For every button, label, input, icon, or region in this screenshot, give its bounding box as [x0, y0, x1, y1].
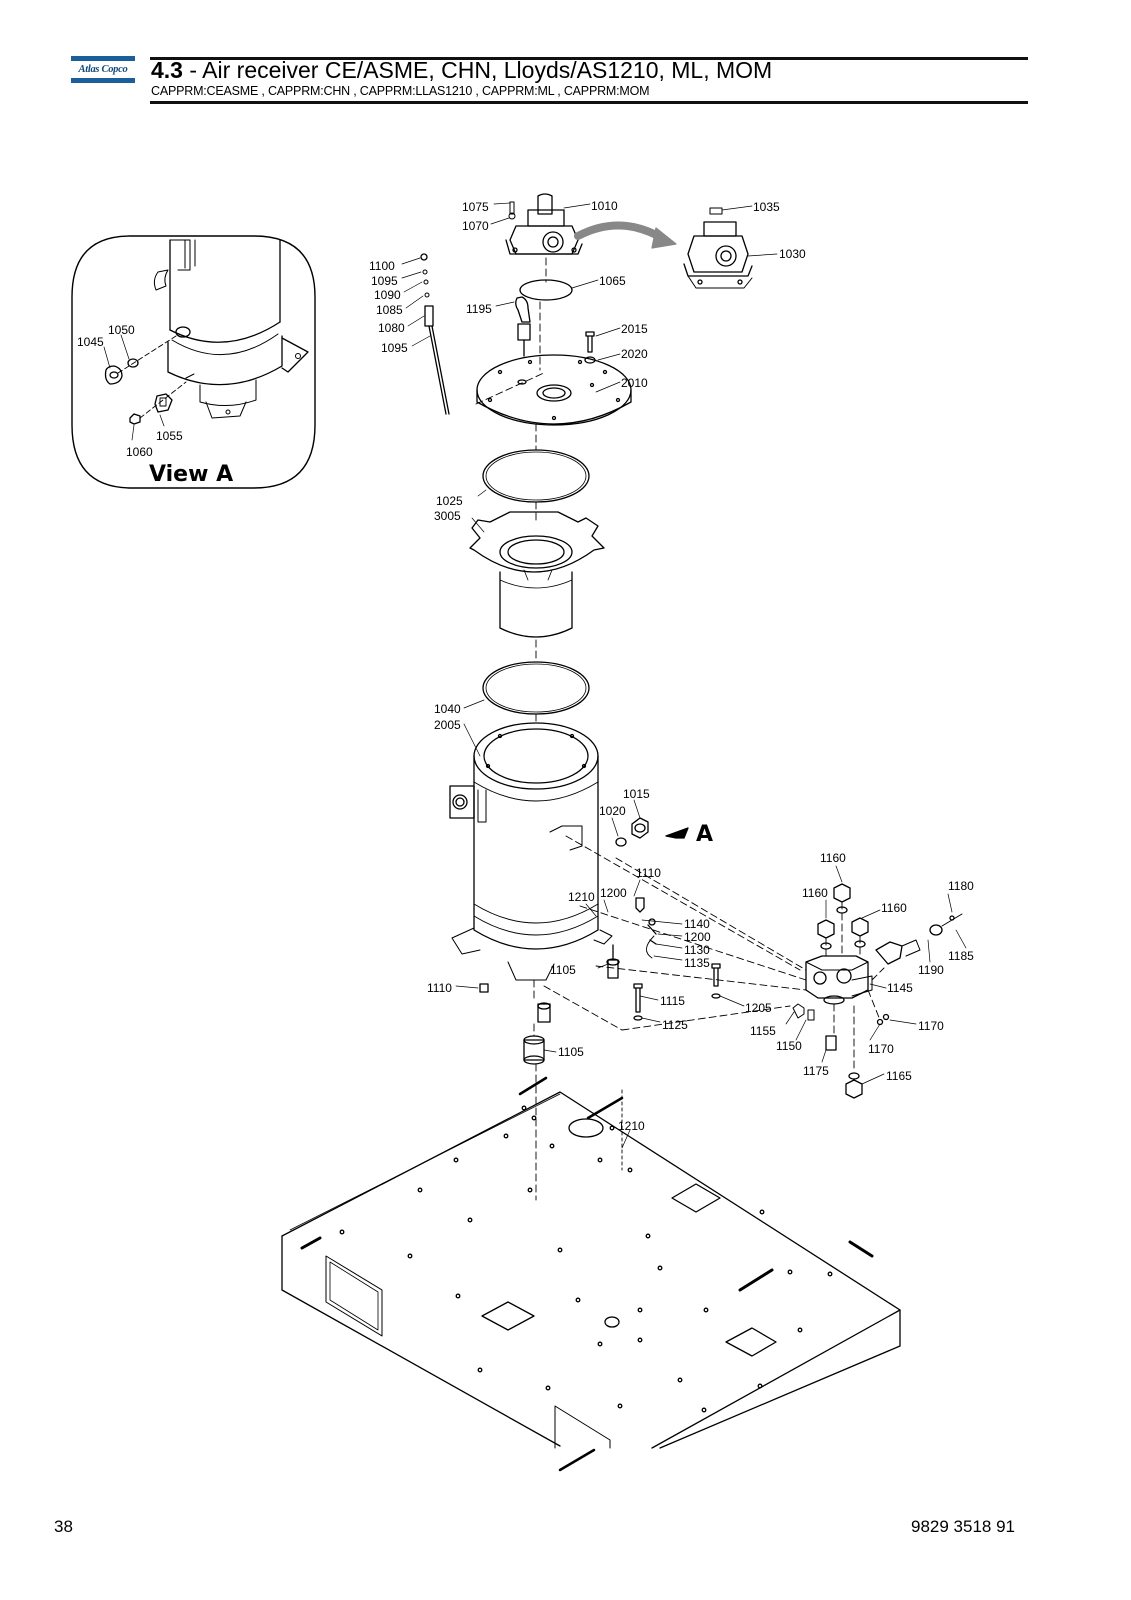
o-ring-1065 — [519, 279, 573, 301]
callout-1180: 1180 — [948, 879, 974, 893]
callout-1170-lower: 1170 — [868, 1042, 894, 1056]
callout-1160-right: 1160 — [881, 901, 907, 915]
callout-1055: 1055 — [156, 429, 183, 443]
callout-1095-upper: 1095 — [371, 274, 398, 288]
callout-1165: 1165 — [886, 1069, 912, 1083]
callout-1090: 1090 — [374, 288, 401, 302]
callout-2015: 2015 — [621, 322, 648, 336]
callout-1110-upper: 1110 — [636, 866, 661, 880]
callout-1140: 1140 — [684, 917, 710, 931]
callout-3005: 3005 — [434, 509, 461, 523]
callout-2020: 2020 — [621, 347, 648, 361]
callout-1205: 1205 — [745, 1001, 772, 1015]
callout-1150: 1150 — [776, 1039, 802, 1053]
logo-stripe-bottom — [71, 78, 135, 83]
callout-1020: 1020 — [599, 804, 626, 818]
header-top-rule — [150, 57, 1028, 60]
valve-1010 — [505, 193, 583, 255]
part-callout-labels: 1075 1010 1070 1035 1030 1100 1095 1090 … — [77, 199, 974, 1133]
page-number: 38 — [54, 1517, 73, 1536]
base-frame — [281, 1076, 901, 1472]
callout-1135: 1135 — [684, 956, 710, 970]
callout-1075: 1075 — [462, 200, 489, 214]
callout-1025: 1025 — [436, 494, 463, 508]
callout-1210-upper: 1210 — [568, 890, 595, 904]
callout-1185: 1185 — [948, 949, 974, 963]
callout-1200-lower: 1200 — [684, 930, 711, 944]
callout-1130: 1130 — [684, 943, 710, 957]
callout-1125: 1125 — [662, 1018, 688, 1032]
o-ring-1040 — [482, 661, 590, 715]
callout-1145: 1145 — [887, 981, 913, 995]
fasteners-1105-1135 — [479, 897, 721, 1065]
bolt-2015 — [585, 331, 595, 353]
callout-2010: 2010 — [621, 376, 648, 390]
callout-1095-lower: 1095 — [381, 341, 408, 355]
callout-1045: 1045 — [77, 335, 104, 349]
document-number: 9829 3518 91 — [911, 1517, 1015, 1536]
callout-1160-left: 1160 — [802, 886, 828, 900]
page-subtitle: CAPPRM:CEASME , CAPPRM:CHN , CAPPRM:LLAS… — [151, 84, 650, 98]
callout-1160-top: 1160 — [820, 851, 846, 865]
plug-1015 — [631, 817, 649, 839]
callout-1040: 1040 — [434, 702, 461, 716]
callout-1100: 1100 — [369, 259, 395, 273]
callout-1060: 1060 — [126, 445, 153, 459]
callout-1175: 1175 — [803, 1064, 829, 1078]
cover-flange-2010 — [476, 354, 632, 426]
header-bottom-rule — [150, 101, 1028, 104]
view-a-marker: A — [696, 822, 713, 847]
atlas-copco-logo: Atlas Copco — [78, 64, 128, 75]
view-a-arrow — [665, 827, 689, 839]
callout-1115: 1115 — [660, 994, 685, 1008]
callout-1080: 1080 — [378, 321, 405, 335]
callout-1015: 1015 — [623, 787, 650, 801]
valve-1030 — [683, 207, 753, 289]
callout-1030: 1030 — [779, 247, 806, 261]
callout-1170-right: 1170 — [918, 1019, 944, 1033]
leader-lines — [401, 202, 967, 1149]
view-a-inset — [71, 235, 316, 489]
callout-1035: 1035 — [753, 200, 780, 214]
assembly-centerlines — [475, 257, 885, 1201]
callout-1190: 1190 — [918, 963, 944, 977]
callout-1010: 1010 — [591, 199, 618, 213]
air-receiver-vessel-2005 — [449, 722, 613, 981]
callout-1050: 1050 — [108, 323, 135, 337]
callout-1065: 1065 — [599, 274, 626, 288]
callout-1085: 1085 — [376, 303, 403, 317]
callout-1210-lower: 1210 — [618, 1119, 645, 1133]
sensor-1195 — [515, 296, 531, 357]
callout-1195: 1195 — [466, 302, 492, 316]
o-ring-1025 — [482, 449, 590, 503]
sensor-assembly — [420, 253, 450, 415]
view-a-caption: View A — [149, 462, 233, 487]
callout-1105-lower: 1105 — [558, 1045, 584, 1059]
section-title: - Air receiver CE/ASME, CHN, Lloyds/AS12… — [182, 57, 773, 83]
callout-2005: 2005 — [434, 718, 461, 732]
section-number: 4.3 — [151, 57, 183, 83]
callout-1070: 1070 — [462, 219, 489, 233]
callout-1110-lower: 1110 — [427, 981, 452, 995]
separator-element-3005 — [469, 511, 605, 638]
washer-1020 — [615, 837, 627, 847]
callout-1105-upper: 1105 — [550, 963, 576, 977]
page-title: 4.3 - Air receiver CE/ASME, CHN, Lloyds/… — [151, 57, 772, 84]
logo-stripe-top — [71, 56, 135, 61]
callout-1155: 1155 — [750, 1024, 776, 1038]
callout-1200-upper: 1200 — [600, 886, 627, 900]
